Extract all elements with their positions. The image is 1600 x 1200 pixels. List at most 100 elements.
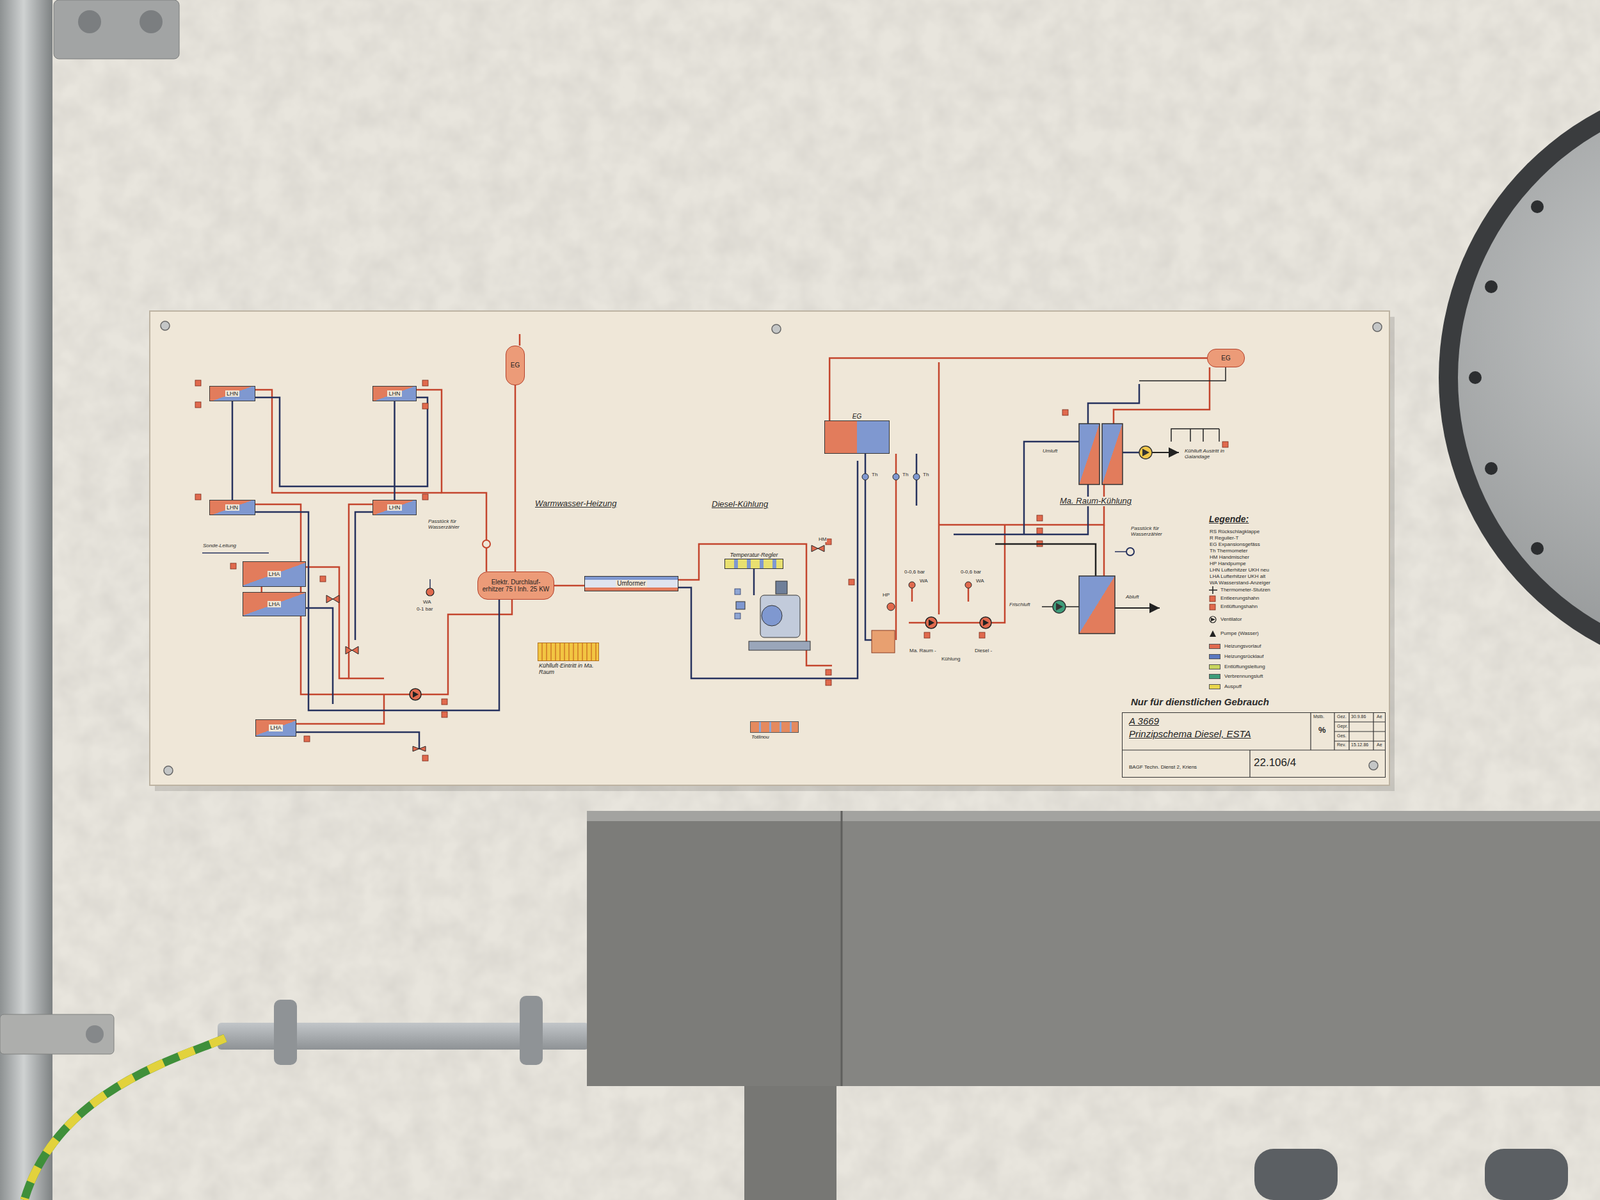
heating-fittings-part-part [195, 380, 201, 386]
converter-box-text: Umformer [615, 579, 647, 588]
engine-symbol-part [734, 588, 741, 619]
engine-symbol-part [811, 545, 825, 552]
title-block-lines-part [1249, 750, 1250, 778]
diagram-label: 15.12.86 [1350, 742, 1369, 748]
heating-pipes-part-part [255, 389, 442, 493]
heating-pipes-part-part [519, 334, 521, 346]
wall-pipe-part [0, 1014, 114, 1055]
heating-fittings-part-part [304, 736, 310, 742]
inspection-hatch-part-part [1484, 280, 1498, 294]
legend-swatch [1208, 664, 1221, 670]
pipe-connector [260, 586, 263, 592]
air-heater-text: LHN [225, 390, 240, 397]
air-heater-text: LHA [267, 600, 282, 608]
diagram-label: 0-0,6 bar [903, 568, 926, 575]
diesel-pipes-part-part [967, 588, 970, 602]
cable-conduit [217, 995, 589, 1065]
heating-pipes-part [202, 397, 500, 749]
heating-pipes-part-part [421, 599, 512, 695]
diagram-label: % [1317, 725, 1327, 736]
title-block-text: A 3669 [1128, 715, 1160, 727]
diesel-pipes-part-part [678, 460, 858, 679]
legend-text: RS Rückschlagklappe [1208, 528, 1261, 535]
air-heater-text: LHN [225, 504, 240, 511]
air-cooler-units-part [1052, 600, 1066, 614]
diagram-label: Ae [1376, 714, 1384, 720]
heating-fittings-part-part [195, 494, 201, 500]
legend-symbols-part [1209, 595, 1216, 602]
diesel-pipes-part-part [678, 544, 832, 666]
pipe-connector [554, 584, 585, 587]
diagram-label: Th [871, 471, 879, 478]
air-heater: LHA [255, 719, 297, 737]
legend-swatch [1208, 684, 1221, 690]
wall-pipe-part [139, 10, 163, 34]
heating-fittings-part [326, 595, 340, 603]
diagram-label: 0-0,6 bar [960, 568, 982, 575]
engine-symbol-part-part [1036, 528, 1043, 534]
air-cooler-units-part-part [1062, 409, 1069, 416]
pipe-connector [514, 385, 517, 572]
engine-symbol-part [825, 515, 1043, 686]
diagram-label: WA [919, 577, 929, 584]
heating-fittings-part [345, 646, 359, 655]
diesel-pipes-part-part [911, 588, 914, 602]
heating-pipes-part-part [202, 552, 269, 554]
legend-symbols-part [1208, 586, 1218, 594]
diagram-label: Rev. [1336, 742, 1347, 748]
inspection-hatch-part [1457, 94, 1600, 661]
expansion-tank: EG [1207, 348, 1245, 368]
cable-duct-part [586, 810, 842, 1087]
cable-duct-part [586, 810, 1600, 1087]
terminal-strip-text: Totlinou [750, 734, 801, 740]
heating-fittings-part-part [230, 563, 237, 569]
diesel-pipes-part [678, 362, 1005, 666]
cable-duct-part [1254, 1148, 1338, 1200]
legend-symbols [1208, 586, 1218, 637]
title-block-lines-part [1348, 712, 1350, 751]
expansion-tank-text: EG [1221, 354, 1231, 363]
cable-duct [586, 810, 1600, 1200]
air-cooler-units-part [1062, 409, 1229, 448]
engine-symbol-part [965, 581, 972, 589]
title-block-lines-part [1334, 730, 1386, 732]
diagram-label: Mstb. [1312, 714, 1325, 720]
heating-fittings-part [195, 380, 448, 761]
air-cooler-units [1052, 409, 1229, 634]
temperature-regulator-text: Temperatur-Regler [728, 551, 779, 559]
placard-part [149, 311, 1390, 786]
cooling-pipes-part [1113, 367, 1210, 424]
diesel-pipes-part-part [908, 622, 926, 624]
diagram-label: Legende: [1208, 513, 1250, 525]
diagram-label: Sonde-Leitung [202, 542, 237, 549]
air-heater-text: LHA [267, 570, 282, 578]
air-heater: LHN [372, 385, 417, 402]
cooling-pipes-part [995, 544, 1096, 576]
placard-part [160, 321, 1382, 776]
diagram-label: Ma. Raum - [908, 647, 937, 654]
heating-pipes-part-part [305, 567, 349, 679]
engine-symbol-part [862, 473, 869, 480]
diesel-pipes-part-part [938, 362, 941, 615]
cooling-pipes-part [1103, 524, 1106, 576]
diagram-label: Diesel-Kühlung [711, 499, 769, 510]
title-block-lines-part [1372, 712, 1374, 751]
placard [149, 311, 1395, 792]
legend-text: R Regulier-T [1208, 535, 1240, 541]
title-block-lines-part [1121, 749, 1386, 751]
diesel-pipes-part-part [936, 622, 980, 624]
heating-fittings-part [426, 588, 434, 596]
heating-fittings-part-part [422, 494, 429, 500]
heating-pipes-part-part [296, 694, 384, 724]
cable-conduit-part [519, 995, 543, 1065]
diagram-label: Warmwasser-Heizung [534, 499, 617, 509]
legend-swatch [1208, 654, 1221, 660]
legend-swatch [1208, 673, 1221, 680]
pipe-connector [829, 358, 1208, 422]
legend-text: Pumpe (Wasser) [1219, 630, 1260, 637]
legend-text: Entlüftungshahn [1219, 603, 1259, 610]
engine-symbol-part [871, 630, 895, 653]
